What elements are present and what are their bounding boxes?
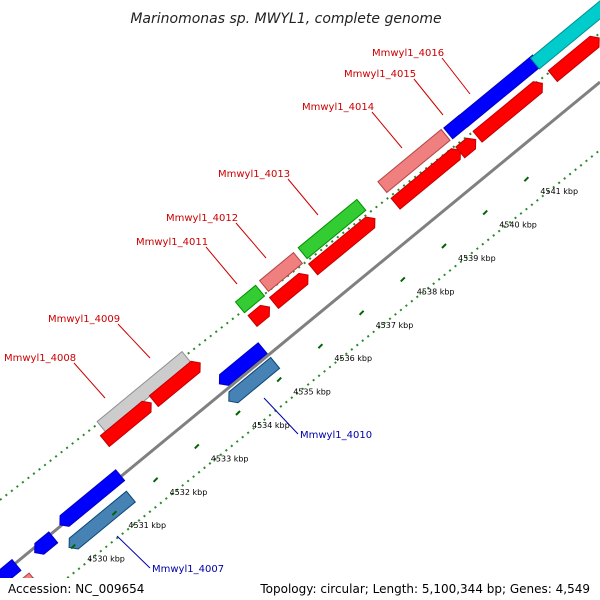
gene-label-mmwyl1_4008: Mmwyl1_4008 [4,353,76,364]
tick-label: 4539 kbp [458,254,496,263]
cds-arrow-g [455,137,477,159]
leader-mmwyl1_4015 [413,78,444,116]
tick-label: 4540 kbp [499,221,537,230]
gene-bar-4016 [457,54,543,128]
accession-text: Accession: NC_009654 [8,582,145,596]
tick-mark [400,276,406,283]
cds-arrow-b [148,360,201,408]
gene-bar-4008 [96,350,192,434]
tick-label: 4536 kbp [334,354,372,363]
cds-arrow-i [547,35,600,83]
tick-mark [358,310,365,316]
gene-label-mmwyl1_4010: Mmwyl1_4010 [300,430,372,441]
gene-bar-4011 [234,284,266,314]
tick-mark [482,209,488,216]
cds-arrow-a [99,400,152,448]
tick-mark [235,410,241,416]
tick-label: 4530 kbp [87,555,125,564]
leader-mmwyl1_4010 [263,397,299,435]
tick-mark [111,510,118,516]
map-title: Marinomonas sp. MWYL1, complete genome [130,11,441,27]
tick-label: 4535 kbp [293,388,331,397]
rev-arrow-b [34,531,59,555]
leader-mmwyl1_4013 [287,178,319,216]
rev-arrow-e [68,490,137,550]
gene-label-mmwyl1_4009: Mmwyl1_4009 [48,314,120,325]
leader-mmwyl1_4014 [371,111,403,149]
gene-label-mmwyl1_4014: Mmwyl1_4014 [302,102,374,113]
tick-label: 4532 kbp [170,488,208,497]
gene-bar-4014 [377,128,451,194]
tick-mark [194,443,200,450]
gene-bar-4013 [297,198,367,260]
label-layer: Mmwyl1_4016Mmwyl1_4015Mmwyl1_4014Mmwyl1_… [4,48,444,575]
leader-layer [73,57,471,569]
leader-mmwyl1_4007 [116,535,151,569]
gene-label-mmwyl1_4015: Mmwyl1_4015 [344,69,416,80]
tick-mark [317,343,324,349]
cds-arrow-h [472,81,543,143]
leader-mmwyl1_4012 [235,222,267,259]
leader-mmwyl1_4011 [205,246,238,285]
gene-label-mmwyl1_4013: Mmwyl1_4013 [218,169,290,180]
inner-dotted-guide [39,149,600,600]
rev-arrow-d [218,342,268,386]
tick-label: 4538 kbp [417,287,455,296]
tick-mark [152,477,159,483]
cds-arrow-d [268,272,309,310]
gene-bar-4017 [529,0,600,70]
leader-mmwyl1_4016 [441,57,471,95]
tick-mark [70,543,76,550]
footer-bar: Accession: NC_009654 Topology: circular;… [0,578,600,600]
tick-mark [276,376,282,383]
cds-arrow-f [390,148,461,210]
topology-text: Topology: circular; Length: 5,100,344 bp… [260,582,590,596]
cds-arrow-c [247,304,271,328]
gene-label-mmwyl1_4007: Mmwyl1_4007 [152,564,224,575]
gene-label-mmwyl1_4012: Mmwyl1_4012 [166,213,238,224]
tick-mark [441,243,447,249]
tick-label: 4534 kbp [252,421,290,430]
rev-arrow-f [228,356,281,404]
tick-label: 4531 kbp [128,521,166,530]
gene-label-mmwyl1_4016: Mmwyl1_4016 [372,48,444,59]
tick-label: 4533 kbp [211,454,249,463]
tick-label: 4541 kbp [540,187,578,196]
rev-arrow-a [59,469,126,527]
cds-arrow-e [307,216,376,276]
leader-mmwyl1_4009 [117,323,151,359]
gene-bar-4012 [258,251,304,293]
leader-mmwyl1_4008 [73,362,106,399]
gene-label-mmwyl1_4011: Mmwyl1_4011 [136,237,208,248]
tick-label: 4537 kbp [376,321,414,330]
tick-mark [523,176,530,182]
